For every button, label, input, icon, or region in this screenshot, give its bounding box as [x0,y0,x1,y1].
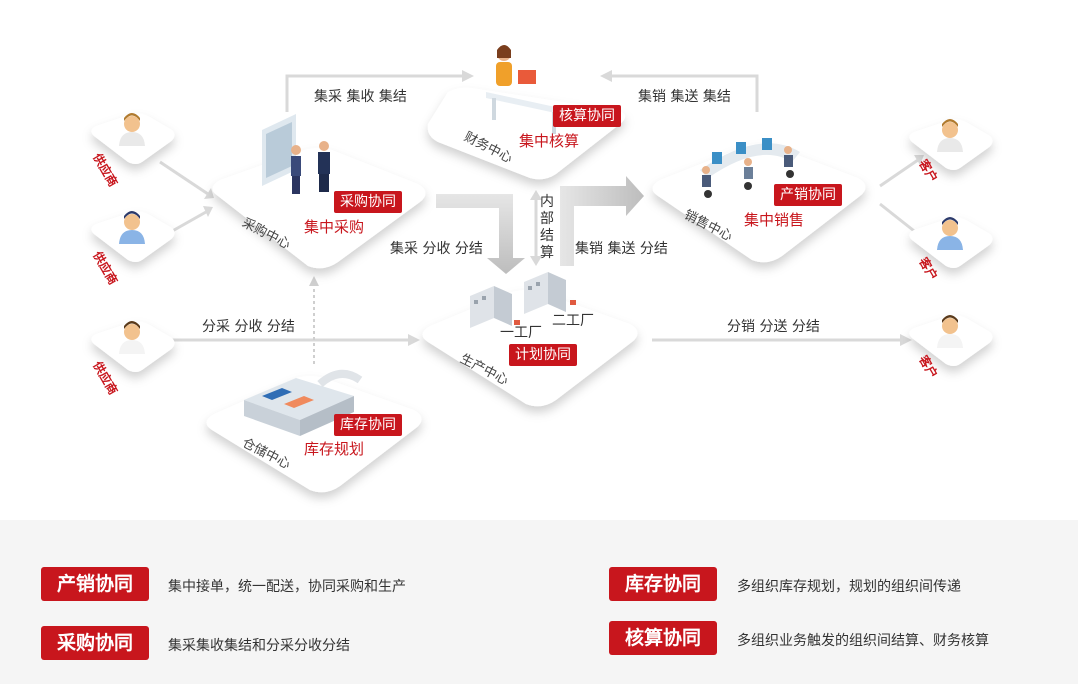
legend-desc-inventory: 多组织库存规划，规划的组织间传递 [737,579,961,595]
legend-badge-accounting: 核算协同 [609,621,717,655]
flow-label-internal: 内部结算 [540,194,554,261]
factory-2-label: 二工厂 [552,313,594,329]
flow-label-sales-finance: 集销 集送 集结 [638,89,731,105]
legend-badge-inventory: 库存协同 [609,567,717,601]
sales-office-illustration [700,138,800,198]
supplier-avatar-2 [119,211,145,244]
legend-desc-accounting: 多组织业务触发的组织间结算、财务核算 [737,633,989,649]
flow-label-purchase-production: 集采 分收 分结 [390,241,483,257]
purchase-sub-label: 集中采购 [304,218,365,236]
warehouse-sub-label: 库存规划 [304,440,365,458]
customer-avatar-3 [937,315,963,348]
supplier-avatar-3 [119,321,145,354]
factory-illustration [470,272,576,328]
finance-sub-label: 集中核算 [519,132,580,150]
legend-desc-sales-production: 集中接单，统一配送，协同采购和生产 [168,579,406,595]
collaboration-diagram: 核算协同 集中核算 财务中心 采购协同 集中采购 采购中心 产销协同 集中销售 … [90,45,993,493]
arrow-purchase-finance [285,74,462,112]
flow-label-purchase-finance: 集采 集收 集结 [314,89,407,105]
legend-badge-purchase: 采购协同 [41,626,149,660]
legend-badge-sales-production: 产销协同 [41,567,149,601]
flow-label-production-customer: 分销 分送 分结 [727,319,820,335]
legend-panel: 产销协同 集中接单，统一配送，协同采购和生产 采购协同 集采集收集结和分采分收分… [0,520,1078,684]
flow-label-sales-production: 集销 集送 分结 [575,241,668,257]
supplier-avatar-1 [119,113,145,146]
purchase-scene-illustration [262,114,330,194]
purchase-collab-tag: 采购协同 [334,191,402,213]
customer-avatar-1 [937,119,963,152]
flow-label-supplier-production: 分采 分收 分结 [202,319,295,335]
factory-1-label: 一工厂 [500,325,542,341]
arrow-sales-finance [612,74,759,112]
arrow-production-sales [560,176,644,266]
warehouse-illustration [244,370,363,436]
finance-collab-tag: 核算协同 [553,105,621,127]
arrow-purchase-production [436,194,525,274]
diagram-graphics [91,45,993,493]
legend-desc-purchase: 集采集收集结和分采分收分结 [168,638,350,654]
sales-sub-label: 集中销售 [744,211,805,229]
warehouse-collab-tag: 库存协同 [334,414,402,436]
sales-collab-tag: 产销协同 [774,184,842,206]
customer-avatar-2 [937,217,963,250]
production-collab-tag: 计划协同 [509,344,577,366]
